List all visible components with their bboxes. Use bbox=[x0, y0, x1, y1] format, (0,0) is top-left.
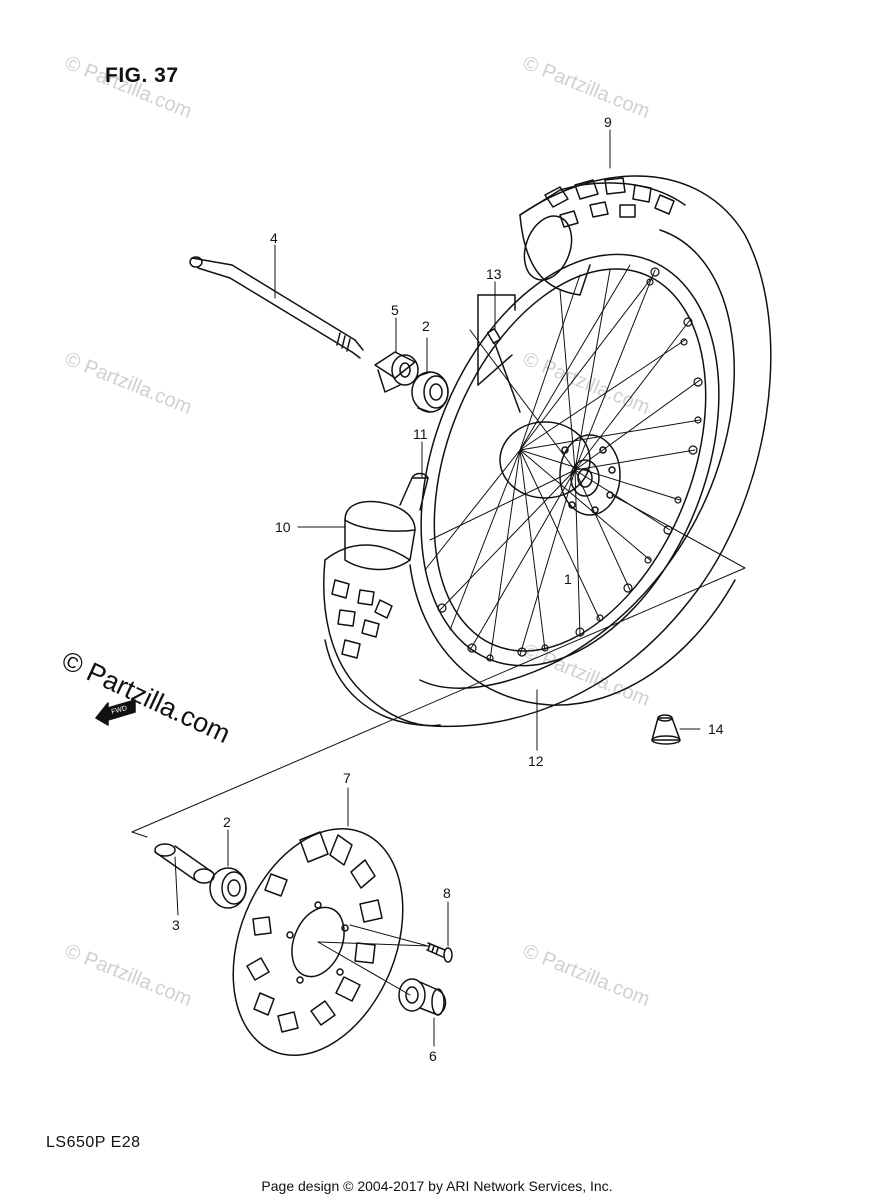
spacer-3 bbox=[154, 843, 215, 884]
callout-9: 9 bbox=[604, 114, 612, 130]
rim bbox=[420, 253, 720, 667]
callout-5: 5 bbox=[391, 302, 399, 318]
bearing-2-bottom bbox=[209, 867, 247, 909]
brake-disc bbox=[232, 828, 404, 1056]
fwd-label: FWD bbox=[111, 705, 128, 716]
callout-2-bottom: 2 bbox=[223, 814, 231, 830]
hub bbox=[499, 421, 621, 516]
leader-lines bbox=[174, 129, 701, 1047]
callout-7: 7 bbox=[343, 770, 351, 786]
callout-8: 8 bbox=[443, 885, 451, 901]
spokes bbox=[424, 264, 701, 661]
callout-4: 4 bbox=[270, 230, 278, 246]
callout-11: 11 bbox=[413, 426, 428, 442]
callout-14: 14 bbox=[708, 721, 724, 737]
figure-title: FIG. 37 bbox=[105, 64, 179, 87]
callout-3: 3 bbox=[172, 917, 180, 933]
callout-1: 1 bbox=[564, 571, 572, 587]
assembly-lines bbox=[131, 494, 746, 996]
inner-tube bbox=[344, 472, 429, 571]
callout-12: 12 bbox=[528, 753, 544, 769]
disc-bolt bbox=[426, 942, 453, 963]
balance-weight bbox=[651, 714, 681, 745]
callout-6: 6 bbox=[429, 1048, 437, 1064]
model-code: LS650P E28 bbox=[46, 1134, 141, 1151]
callout-10: 10 bbox=[275, 519, 291, 535]
hub-spacer-6 bbox=[398, 978, 447, 1016]
footer-copyright: Page design © 2004-2017 by ARI Network S… bbox=[261, 1178, 613, 1194]
valve-stem bbox=[477, 294, 521, 413]
axle bbox=[189, 256, 364, 359]
bearing-2-top bbox=[411, 371, 449, 413]
callout-2-top: 2 bbox=[422, 318, 430, 334]
callout-13: 13 bbox=[486, 266, 502, 282]
tire-outline bbox=[323, 175, 772, 728]
spacer-5 bbox=[374, 351, 419, 393]
fwd-arrow-icon: FWD bbox=[95, 699, 136, 726]
